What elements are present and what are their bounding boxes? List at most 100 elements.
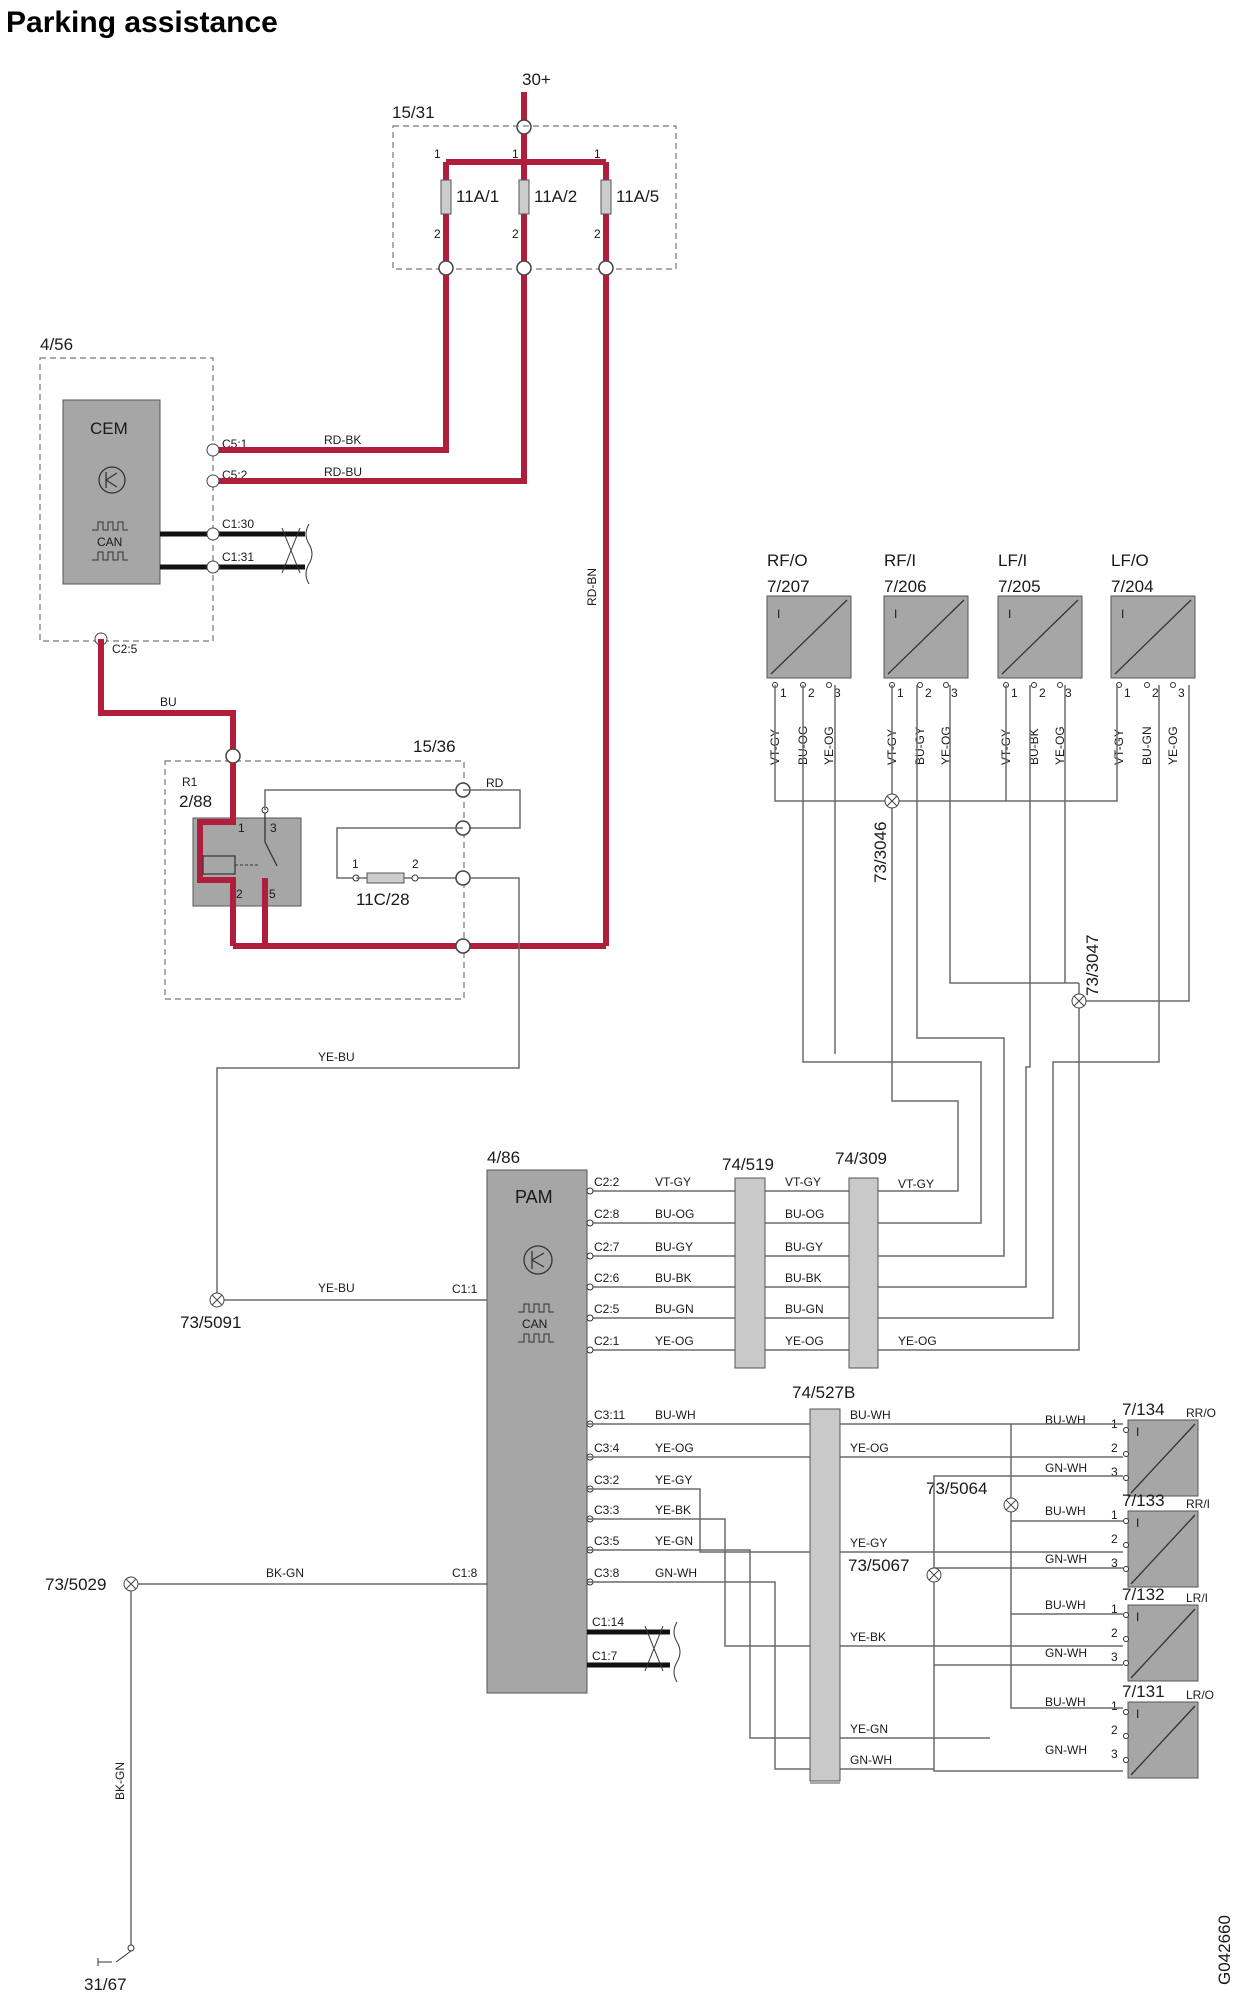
pam-rear-wire-6: C3:8GN-WH12GN-WH bbox=[586, 1566, 892, 1784]
svg-text:I: I bbox=[1008, 607, 1011, 621]
pam-name: PAM bbox=[515, 1187, 553, 1207]
svg-text:2: 2 bbox=[808, 686, 815, 700]
svg-text:RD-BN: RD-BN bbox=[585, 568, 599, 606]
svg-text:1: 1 bbox=[1011, 686, 1018, 700]
pam-rear-wire-2: C3:4YE-OG10YE-OG bbox=[586, 1441, 889, 1472]
cem-pin-c1-31: C1:31 bbox=[222, 550, 254, 564]
svg-text:GN-WH: GN-WH bbox=[850, 1753, 892, 1767]
svg-text:CAN: CAN bbox=[522, 1317, 547, 1331]
svg-text:1: 1 bbox=[897, 686, 904, 700]
ground-label: 31/67 bbox=[84, 1975, 127, 1994]
svg-text:3: 3 bbox=[834, 686, 841, 700]
svg-text:VT-GY: VT-GY bbox=[1112, 729, 1126, 765]
pam-pin-c1-7: C1:7 bbox=[592, 1649, 618, 1663]
svg-text:RR/O: RR/O bbox=[1186, 1406, 1216, 1420]
svg-text:2: 2 bbox=[1111, 1626, 1118, 1640]
wire-rd-bu bbox=[213, 275, 527, 484]
fusebox-outline bbox=[392, 125, 677, 270]
relay-id: 2/88 bbox=[179, 792, 212, 811]
svg-text:2: 2 bbox=[434, 227, 441, 241]
pam-can-twist-icon bbox=[644, 1625, 664, 1672]
svg-text:2: 2 bbox=[1039, 686, 1046, 700]
svg-text:YE-OG: YE-OG bbox=[785, 1334, 824, 1348]
svg-text:2: 2 bbox=[1111, 1723, 1118, 1737]
conn-527 bbox=[809, 1408, 841, 1782]
svg-text:7/134: 7/134 bbox=[1122, 1400, 1165, 1419]
svg-text:RF/I: RF/I bbox=[884, 551, 916, 570]
svg-text:I: I bbox=[1136, 1707, 1139, 1721]
conn-519 bbox=[734, 1177, 766, 1369]
wire-bu bbox=[98, 639, 236, 756]
splice-5029: 73/5029 bbox=[45, 1575, 106, 1594]
fuse-11A-5: 11A/5 1 2 bbox=[594, 147, 659, 276]
svg-text:GN-WH: GN-WH bbox=[1045, 1743, 1087, 1757]
svg-text:2: 2 bbox=[925, 686, 932, 700]
svg-text:BU-WH: BU-WH bbox=[1045, 1413, 1086, 1427]
splice-5091-icon bbox=[209, 1292, 225, 1308]
svg-text:YE-BU: YE-BU bbox=[318, 1050, 355, 1064]
svg-text:7/207: 7/207 bbox=[767, 577, 810, 596]
svg-text:BU-GY: BU-GY bbox=[785, 1240, 823, 1254]
svg-text:RF/O: RF/O bbox=[767, 551, 808, 570]
cem-transistor-icon bbox=[98, 466, 126, 494]
svg-text:BU: BU bbox=[160, 695, 177, 709]
wire-ye-bu-pam bbox=[216, 1298, 487, 1301]
svg-text:YE-GN: YE-GN bbox=[655, 1534, 693, 1548]
pam-id: 4/86 bbox=[487, 1148, 520, 1167]
supply-node bbox=[516, 119, 532, 135]
svg-text:2: 2 bbox=[1152, 686, 1159, 700]
svg-text:RR/I: RR/I bbox=[1186, 1497, 1210, 1511]
svg-text:GN-WH: GN-WH bbox=[1045, 1461, 1087, 1475]
svg-text:BK-GN: BK-GN bbox=[113, 1762, 127, 1800]
svg-text:C3:11: C3:11 bbox=[594, 1408, 625, 1422]
fuse-11C-28 bbox=[366, 872, 405, 884]
svg-text:7/131: 7/131 bbox=[1122, 1682, 1165, 1701]
wire-rd bbox=[463, 789, 521, 829]
svg-text:YE-OG: YE-OG bbox=[655, 1441, 694, 1455]
svg-text:YE-GY: YE-GY bbox=[655, 1473, 692, 1487]
fuse-11A-2: 11A/2 1 2 bbox=[512, 147, 577, 276]
relaybox-outline bbox=[164, 760, 465, 1000]
pam-rear-wire-3: C3:2YE-GY5YE-GY bbox=[586, 1473, 887, 1567]
svg-text:BU-GN: BU-GN bbox=[785, 1302, 824, 1316]
svg-text:YE-GY: YE-GY bbox=[850, 1536, 887, 1550]
svg-text:YE-OG: YE-OG bbox=[1166, 726, 1180, 765]
svg-text:YE-GN: YE-GN bbox=[850, 1722, 888, 1736]
svg-text:YE-BK: YE-BK bbox=[655, 1503, 691, 1517]
svg-text:1: 1 bbox=[1111, 1699, 1118, 1713]
svg-text:3: 3 bbox=[1111, 1650, 1118, 1664]
rear-sensor-wiring bbox=[880, 1423, 1123, 1772]
svg-text:BU-BK: BU-BK bbox=[785, 1271, 822, 1285]
svg-text:LF/O: LF/O bbox=[1111, 551, 1149, 570]
svg-text:C2:8: C2:8 bbox=[594, 1207, 620, 1221]
svg-text:3: 3 bbox=[1111, 1556, 1118, 1570]
cem-pin-c1-30: C1:30 bbox=[222, 517, 254, 531]
svg-text:11A/2: 11A/2 bbox=[534, 187, 577, 206]
svg-text:YE-BU: YE-BU bbox=[318, 1281, 355, 1295]
svg-text:VT-GY: VT-GY bbox=[655, 1175, 691, 1189]
svg-text:C2:6: C2:6 bbox=[594, 1271, 620, 1285]
svg-text:BU-WH: BU-WH bbox=[1045, 1504, 1086, 1518]
svg-text:LF/I: LF/I bbox=[998, 551, 1027, 570]
svg-text:3: 3 bbox=[1111, 1465, 1118, 1479]
relay-switch-icon bbox=[264, 810, 278, 867]
svg-text:GN-WH: GN-WH bbox=[1045, 1646, 1087, 1660]
svg-text:1: 1 bbox=[594, 147, 601, 161]
conn-309 bbox=[848, 1177, 879, 1369]
svg-text:BU-BK: BU-BK bbox=[1027, 728, 1041, 765]
svg-text:C3:3: C3:3 bbox=[594, 1503, 620, 1517]
page-title: Parking assistance bbox=[6, 6, 278, 39]
svg-text:BU-WH: BU-WH bbox=[1045, 1695, 1086, 1709]
pam-front-wiring: C2:2VT-GYVT-GY124C2:8BU-OGBU-OG1712C2:7B… bbox=[586, 1175, 878, 1365]
svg-text:2: 2 bbox=[236, 887, 243, 901]
svg-text:2: 2 bbox=[594, 227, 601, 241]
conn-309-out-vt: VT-GY bbox=[898, 1177, 934, 1191]
svg-text:I: I bbox=[1136, 1425, 1139, 1439]
